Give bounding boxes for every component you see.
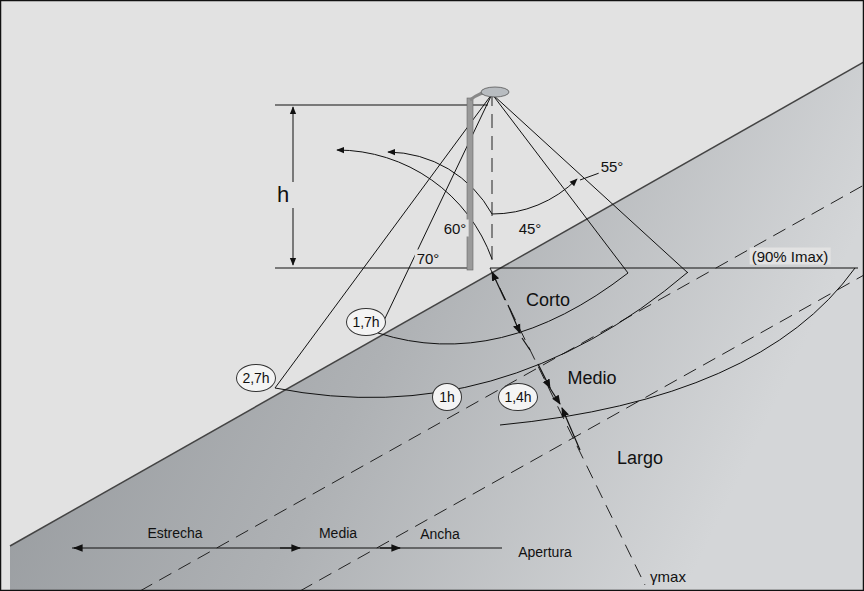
circled-value: 1h	[432, 383, 462, 411]
road-edge	[10, 62, 864, 546]
sloped-road	[10, 62, 864, 591]
diagram-label: h	[275, 182, 291, 208]
diagram-label: 45°	[517, 220, 544, 237]
node-text: 1,4h	[504, 389, 531, 405]
light-rays	[275, 94, 858, 388]
circled-value: 1,7h	[346, 308, 385, 336]
diagram-label: 60°	[442, 220, 469, 237]
diagram-label: Apertura	[516, 544, 574, 560]
pole	[467, 87, 509, 270]
classification-arcs	[275, 268, 855, 425]
diagram-label: Media	[317, 525, 359, 541]
luminaire	[481, 87, 509, 97]
diagram-label: 55°	[599, 158, 626, 175]
diagram-label: Estrecha	[145, 525, 204, 541]
node-text: 1h	[439, 389, 455, 405]
diagram-label: (90% Imax)	[750, 248, 831, 265]
diagram-label: γmax	[648, 568, 688, 585]
dashed-lines	[140, 92, 864, 591]
diagram-label: Corto	[524, 290, 572, 311]
node-text: 2,7h	[242, 370, 269, 386]
diagram-label: Largo	[615, 448, 665, 469]
diagram-label: Medio	[565, 368, 618, 389]
node-text: 1,7h	[352, 314, 379, 330]
circled-value: 1,4h	[498, 383, 537, 411]
diagram-label: Ancha	[418, 526, 462, 542]
diagram-label: 70°	[415, 250, 442, 267]
height-dimension	[275, 105, 488, 268]
circled-value: 2,7h	[236, 364, 275, 392]
class-arrows	[72, 272, 580, 548]
